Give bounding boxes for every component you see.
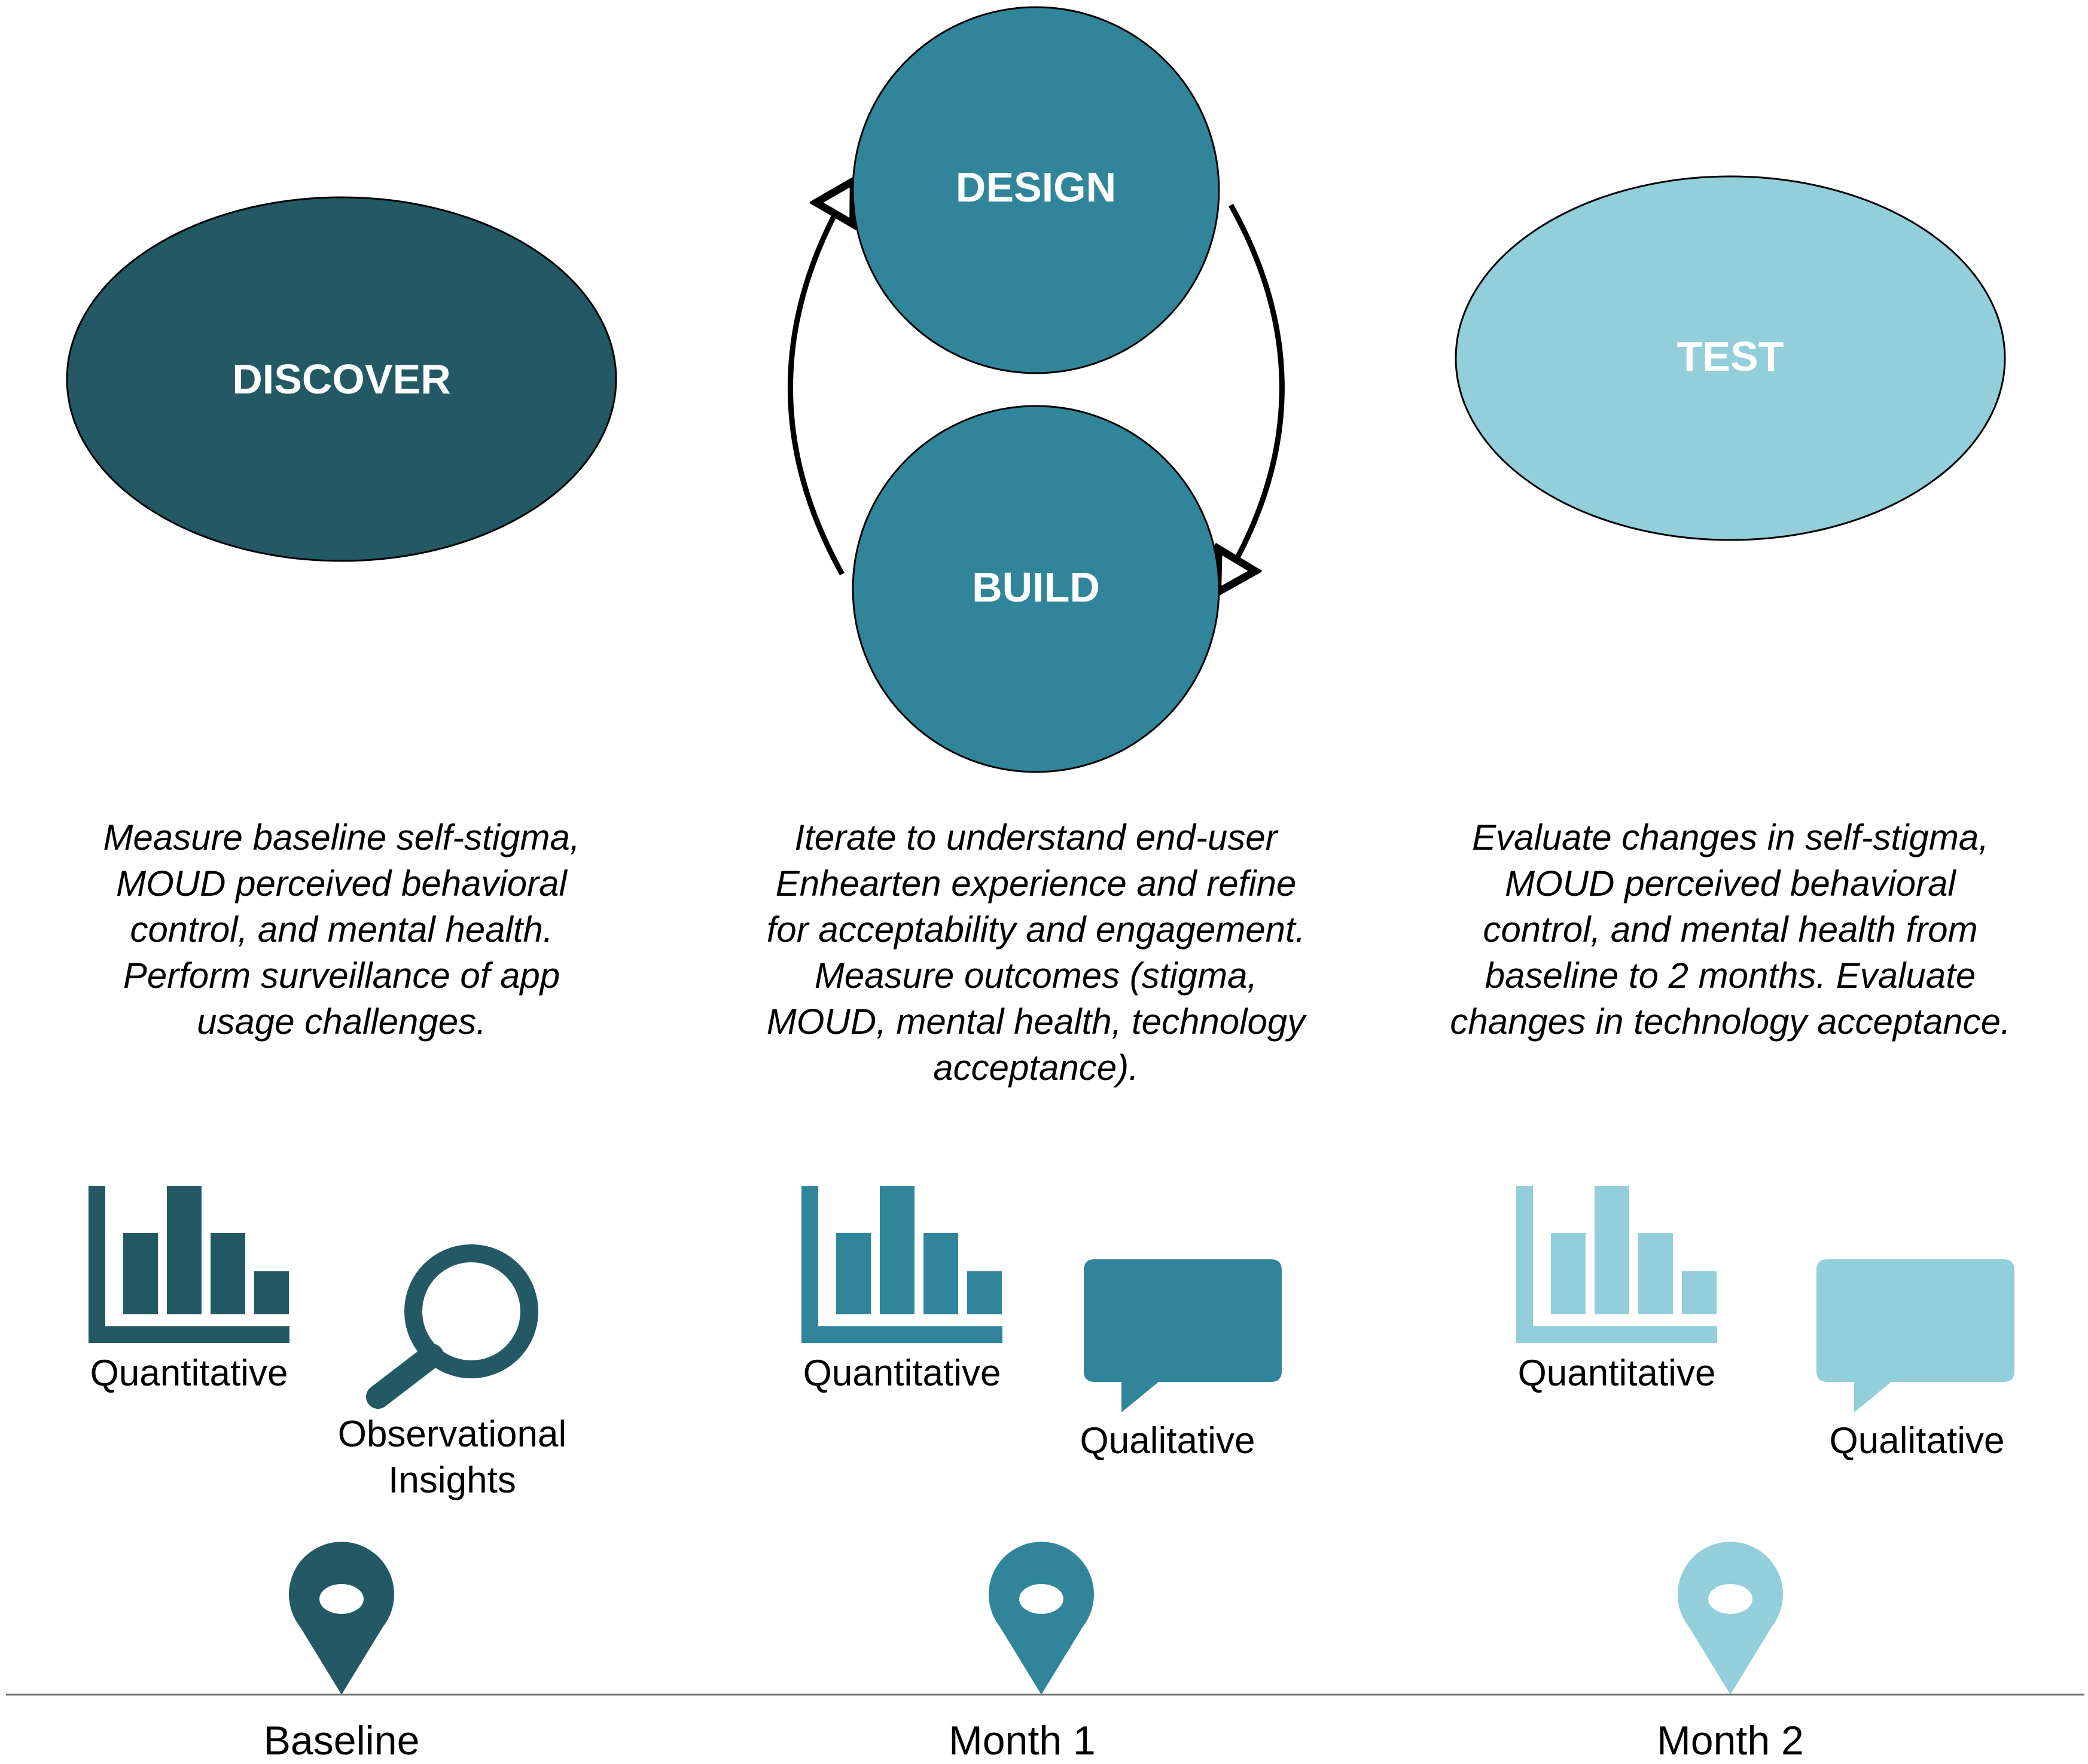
test-label: TEST (1677, 333, 1784, 380)
test-ellipse (1455, 175, 2006, 541)
label-line: Observational (337, 1414, 567, 1455)
desc-line: MOUD perceived behavioral (1505, 863, 1956, 904)
design-build-description: Iterate to understand end-user Enhearten… (737, 814, 1335, 1091)
speech-bubble-icon (1816, 1259, 2014, 1412)
desc-line: usage challenges. (197, 1002, 486, 1042)
speech-bubble-icon (1084, 1259, 1282, 1412)
qualitative-label: Qualitative (1829, 1420, 2005, 1461)
discover-label: DISCOVER (232, 356, 451, 402)
location-pin-icon (989, 1542, 1094, 1695)
desc-line: control, and mental health. (130, 910, 553, 950)
discover-ellipse (66, 196, 617, 562)
bar-chart-icon (801, 1186, 1002, 1343)
desc-line: for acceptability and engagement. (766, 910, 1306, 950)
desc-line: Measure outcomes (stigma, (814, 956, 1258, 996)
desc-line: Measure baseline self-stigma, (103, 817, 580, 857)
design-label: DESIGN (956, 164, 1116, 210)
magnifier-icon (366, 1244, 538, 1409)
timeline-label-month2: Month 2 (1657, 1718, 1804, 1763)
desc-line: Enhearten experience and refine (775, 863, 1297, 904)
location-pin-icon (1677, 1542, 1783, 1695)
desc-line: Perform surveillance of app (123, 956, 560, 996)
quantitative-label: Quantitative (1517, 1353, 1716, 1394)
bar-chart-icon (89, 1186, 289, 1343)
timeline-label-month1: Month 1 (949, 1718, 1096, 1763)
design-circle (852, 6, 1220, 374)
desc-line: Iterate to understand end-user (794, 817, 1278, 857)
timeline-label-baseline: Baseline (263, 1718, 420, 1763)
discover-description: Measure baseline self-stigma, MOUD perce… (42, 814, 641, 1045)
desc-line: MOUD, mental health, technology (766, 1002, 1306, 1042)
observational-insights-label: Observational Insights (303, 1411, 602, 1503)
desc-line: baseline to 2 months. Evaluate (1485, 956, 1976, 996)
label-line: Insights (388, 1460, 516, 1501)
desc-line: changes in technology acceptance. (1450, 1002, 2011, 1042)
desc-line: acceptance). (933, 1048, 1139, 1088)
quantitative-label: Quantitative (90, 1353, 288, 1394)
desc-line: MOUD perceived behavioral (116, 863, 567, 904)
bar-chart-icon (1516, 1186, 1717, 1343)
cycle-arrow-right-icon (1223, 203, 1285, 583)
build-circle (852, 405, 1220, 773)
test-description: Evaluate changes in self-stigma, MOUD pe… (1431, 814, 2029, 1045)
build-label: BUILD (972, 564, 1100, 611)
desc-line: Evaluate changes in self-stigma, (1472, 817, 1989, 857)
cycle-arrow-left-icon (787, 190, 848, 576)
qualitative-label: Qualitative (1080, 1420, 1255, 1461)
desc-line: control, and mental health from (1483, 910, 1978, 950)
quantitative-label: Quantitative (803, 1353, 1001, 1394)
location-pin-icon (289, 1542, 394, 1695)
